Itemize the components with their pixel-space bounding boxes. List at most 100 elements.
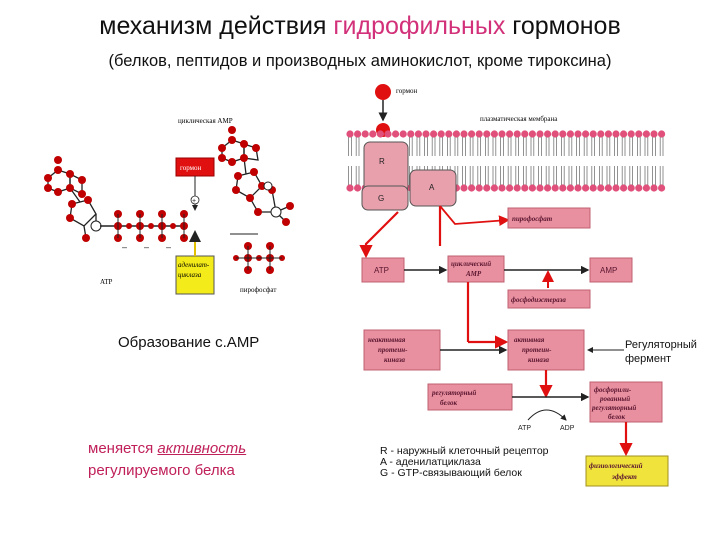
lipid-head <box>475 130 483 138</box>
phospho-protein-1: фосфорили- <box>594 386 632 394</box>
lipid-head <box>544 184 552 192</box>
svg-text:–: – <box>166 242 171 252</box>
lipid-head <box>574 130 582 138</box>
adp-small-label: ADP <box>560 425 575 432</box>
lipid-head <box>414 130 422 138</box>
lipid-head <box>559 184 567 192</box>
lipid-head <box>612 130 620 138</box>
lipid-head <box>407 130 415 138</box>
lipid-head <box>582 130 590 138</box>
active-kinase-box <box>507 329 585 371</box>
lipid-head <box>498 130 506 138</box>
svg-text:–: – <box>122 242 127 252</box>
page-title: механизм действия гидрофильных гормонов <box>99 12 621 40</box>
pyrophosphate-label: пирофосфат <box>240 286 276 294</box>
lipid-head <box>528 184 537 192</box>
lipid-head <box>460 130 468 138</box>
activity-word: активность <box>157 440 247 457</box>
phospho-protein-2: рованный <box>599 395 630 403</box>
lipid-head <box>574 184 582 192</box>
phospho-protein-box <box>589 381 663 423</box>
hormone-box-label: гормон <box>180 164 202 172</box>
lipid-head <box>468 130 476 138</box>
inactive-kinase-2: протеин- <box>378 346 408 354</box>
lipid-head <box>354 184 362 192</box>
lipid-head <box>521 130 529 138</box>
adenylate-label: A <box>429 183 435 192</box>
inactive-kinase-3: киназа <box>384 356 406 364</box>
lipid-head <box>490 184 498 192</box>
lipid-head <box>604 130 613 138</box>
effect-1: физиологический <box>589 462 643 470</box>
lipid-head <box>566 184 575 192</box>
lipid-head <box>635 130 643 138</box>
lipid-head <box>430 130 438 138</box>
lipid-head <box>490 130 498 138</box>
lipid-head <box>384 130 392 138</box>
lipid-head <box>483 184 491 192</box>
lipid-head <box>521 184 529 192</box>
lipid-head <box>658 184 666 192</box>
lipid-head <box>627 130 635 138</box>
active-kinase-2: протеин- <box>522 346 552 354</box>
regulatory-protein-box <box>427 383 513 411</box>
phospho-protein-3: регуляторный <box>591 404 636 412</box>
active-kinase-3: киназа <box>528 356 550 364</box>
lipid-head <box>559 130 567 138</box>
receptor-protein <box>363 141 409 193</box>
camp-formation-caption: Образование с.АМР <box>118 334 260 351</box>
atp-label: ATP <box>100 278 113 286</box>
lipid-head <box>346 130 354 138</box>
lipid-head <box>620 184 628 192</box>
lipid-head <box>513 130 521 138</box>
lipid-head <box>597 130 605 138</box>
pyrophosphate-box <box>507 207 591 229</box>
lipid-head <box>506 184 514 192</box>
regulatory-protein-2: белок <box>440 399 458 407</box>
lipid-head <box>369 130 377 138</box>
legend: R - наружный клеточный рецептор A - аден… <box>380 446 549 479</box>
g-protein <box>361 185 409 211</box>
lipid-head <box>422 130 430 138</box>
lipid-head <box>361 130 369 138</box>
atp-box <box>361 257 405 283</box>
receptor-label: R <box>379 157 385 166</box>
lipid-head <box>460 184 468 192</box>
lipid-head <box>551 130 559 138</box>
camp-box-label-2: AMP <box>465 270 482 278</box>
svg-text:+: + <box>192 198 196 205</box>
atp-box-label: ATP <box>374 266 389 275</box>
lipid-head <box>437 130 445 138</box>
lipid-head <box>376 130 384 138</box>
lipid-head <box>566 130 575 138</box>
lipid-head <box>513 184 521 192</box>
phosphodiesterase-label: фосфодиэстераза <box>511 296 566 304</box>
lipid-head <box>536 130 544 138</box>
camp-ring-2 <box>243 143 259 161</box>
g-protein-label: G <box>378 194 384 203</box>
lipid-head <box>589 130 597 138</box>
adenylate-label-1: аденилат- <box>178 261 210 269</box>
membrane-label: плазматическая мембрана <box>480 115 558 123</box>
lipid-head <box>528 130 537 138</box>
lipid-head <box>483 130 491 138</box>
camp-formation-diagram: циклическая АМР <box>44 117 294 295</box>
lipid-head <box>506 130 514 138</box>
camp-box <box>447 255 505 283</box>
lipid-head <box>354 130 362 138</box>
svg-text:–: – <box>144 242 149 252</box>
inactive-kinase-1: неактивная <box>368 336 406 344</box>
amp-box-label: AMP <box>600 266 617 275</box>
legend-a: A - аденилатциклаза <box>380 456 481 468</box>
legend-r: R - наружный клеточный рецептор <box>380 445 549 457</box>
lipid-head <box>627 184 635 192</box>
title-highlight: гидрофильных <box>333 12 506 40</box>
lipid-head <box>650 130 658 138</box>
activity-change-note: меняется активность регулируемого белка <box>88 440 247 479</box>
amp-box <box>589 257 633 283</box>
lipid-head <box>612 184 620 192</box>
lipid-head <box>544 130 552 138</box>
lipid-head <box>658 130 666 138</box>
atp-small-label: ATP <box>518 425 531 432</box>
regulatory-enzyme-label: Регуляторный фермент <box>625 339 697 365</box>
